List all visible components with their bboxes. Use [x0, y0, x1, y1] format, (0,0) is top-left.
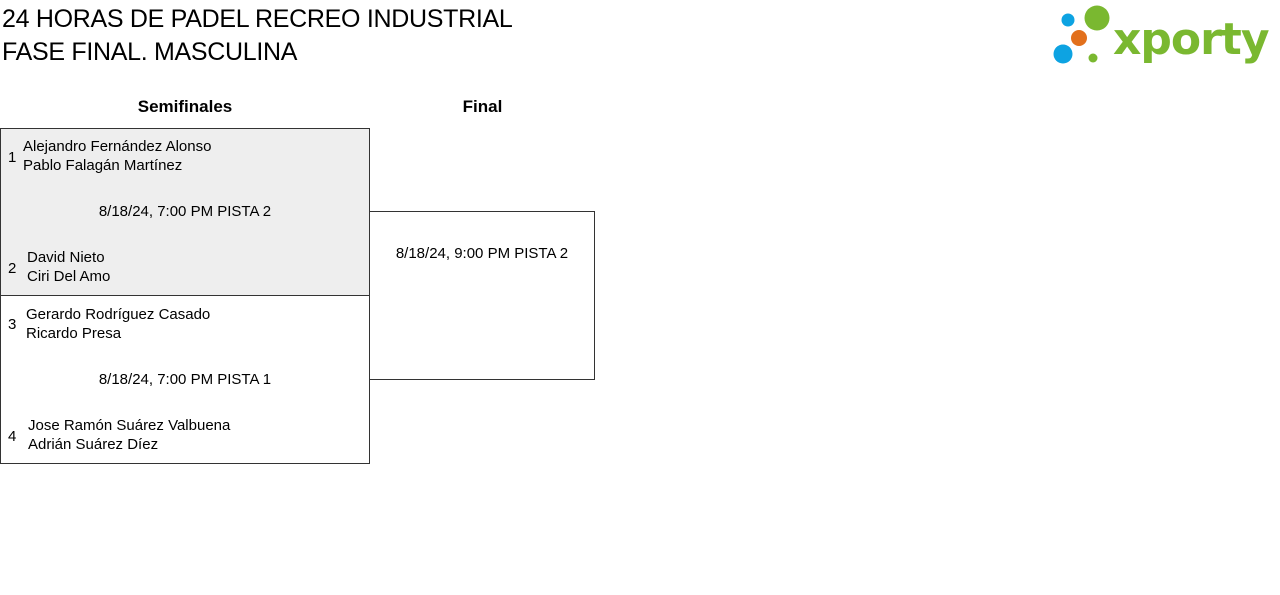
xporty-logo: xporty — [1050, 4, 1278, 68]
logo-dot-small-green — [1088, 53, 1098, 63]
logo-dot-small-blue — [1061, 13, 1075, 27]
player-name: Gerardo Rodríguez Casado — [26, 306, 211, 323]
team-entry: Gerardo Rodríguez Casado Ricardo Presa — [26, 305, 210, 343]
logo-dot-orange — [1071, 30, 1087, 46]
logo-dot-large-blue — [1053, 44, 1073, 64]
match-schedule: 8/18/24, 7:00 PM PISTA 2 — [98, 203, 272, 220]
player-name: Ricardo Presa — [26, 325, 122, 342]
player-name: Ciri Del Amo — [27, 268, 111, 285]
player-name: Jose Ramón Suárez Valbuena — [28, 417, 231, 434]
logo-dot-green — [1084, 5, 1110, 31]
column-header-final: Final — [462, 97, 503, 116]
match-schedule: 8/18/24, 9:00 PM PISTA 2 — [395, 245, 569, 262]
team-entry: David Nieto Ciri Del Amo — [27, 248, 110, 286]
logo-wordmark: xporty — [1113, 14, 1269, 65]
seed-number: 2 — [8, 260, 17, 277]
title-line-2: FASE FINAL. MASCULINA — [2, 38, 298, 66]
column-header-semifinals: Semifinales — [137, 97, 233, 116]
seed-number: 1 — [8, 149, 17, 166]
page-title: 24 HORAS DE PADEL RECREO INDUSTRIAL FASE… — [2, 3, 513, 69]
final-match[interactable]: 8/18/24, 9:00 PM PISTA 2 — [369, 211, 595, 380]
seed-number: 3 — [8, 316, 17, 333]
xporty-logo-graphic: xporty — [1053, 5, 1270, 65]
player-name: Pablo Falagán Martínez — [23, 157, 183, 174]
seed-number: 4 — [8, 428, 17, 445]
title-line-1: 24 HORAS DE PADEL RECREO INDUSTRIAL — [2, 5, 513, 33]
team-entry: Jose Ramón Suárez Valbuena Adrián Suárez… — [28, 416, 230, 454]
player-name: Adrián Suárez Díez — [28, 436, 159, 453]
player-name: Alejandro Fernández Alonso — [23, 138, 212, 155]
semifinal-match-2[interactable]: 3 Gerardo Rodríguez Casado Ricardo Presa… — [0, 295, 370, 464]
semifinal-match-1[interactable]: 1 Alejandro Fernández Alonso Pablo Falag… — [0, 128, 370, 296]
team-entry: Alejandro Fernández Alonso Pablo Falagán… — [23, 137, 211, 175]
match-schedule: 8/18/24, 7:00 PM PISTA 1 — [98, 371, 272, 388]
player-name: David Nieto — [27, 249, 105, 266]
